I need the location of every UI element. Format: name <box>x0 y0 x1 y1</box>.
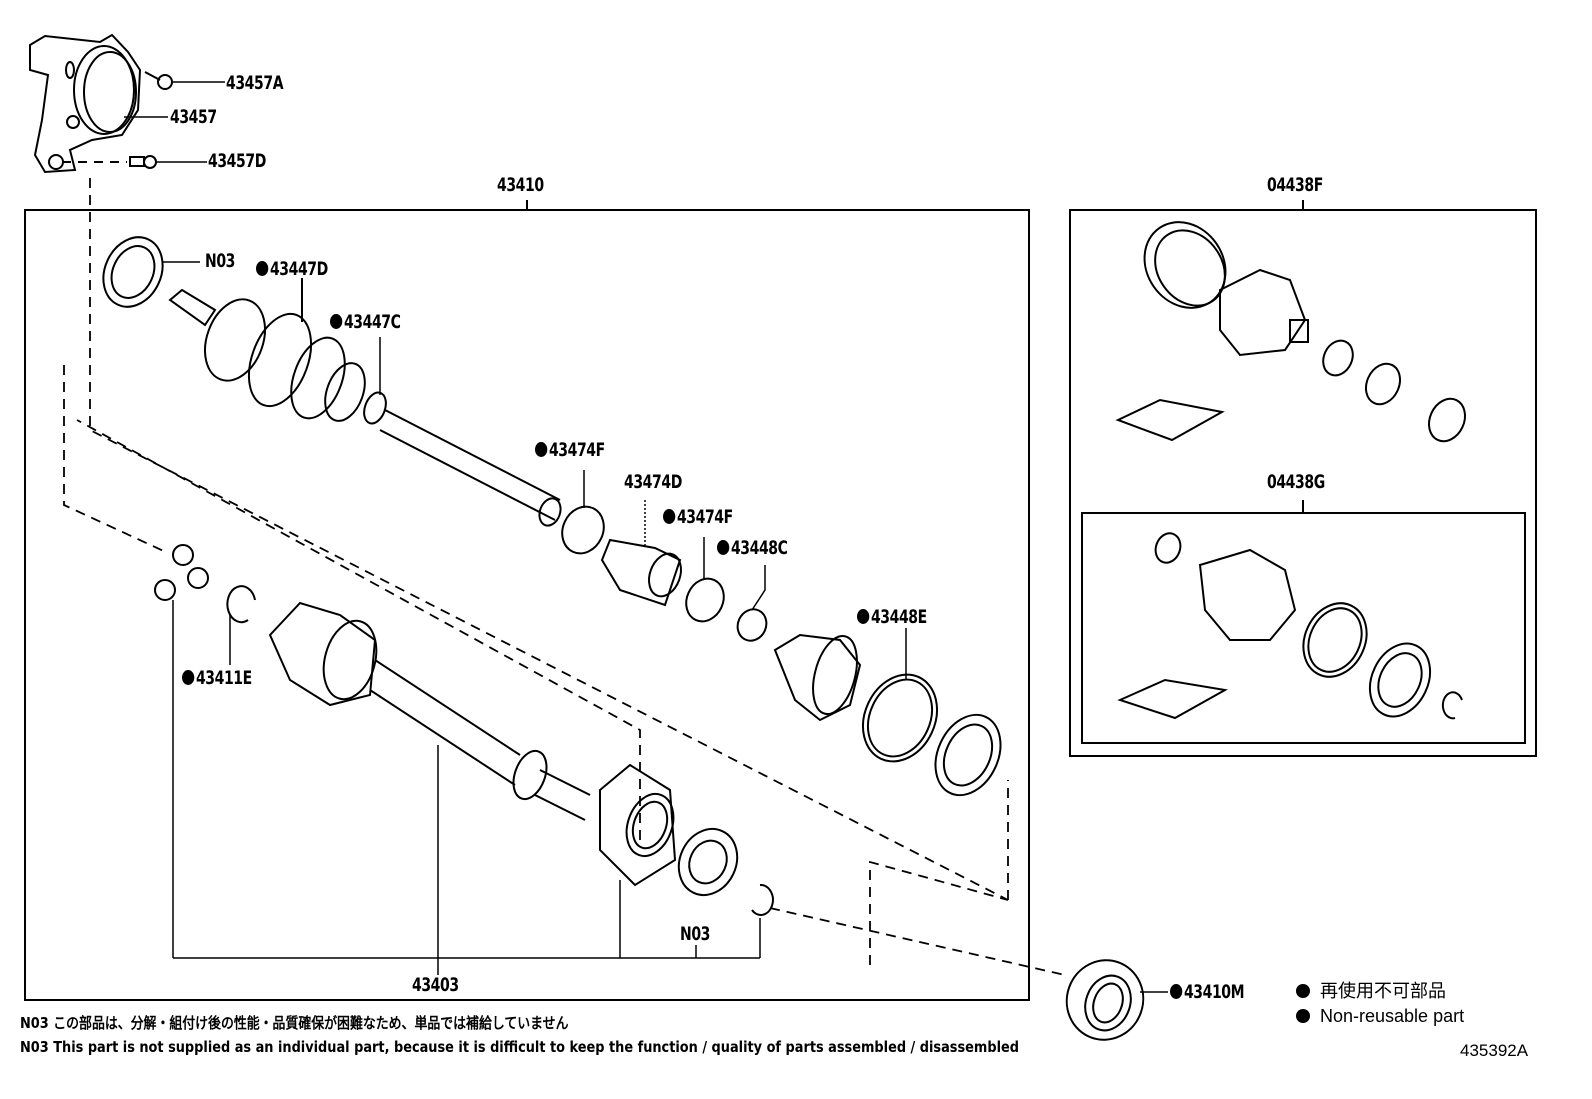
part-label-N03-bottom[interactable]: N03 <box>680 925 710 944</box>
seal-N03-bottom-drawing <box>677 827 739 897</box>
group-label-04438F: 04438F <box>1267 174 1323 196</box>
non-reusable-dot-icon <box>857 609 870 624</box>
part-number: N03 <box>680 923 711 945</box>
part-label-43447D[interactable]: 43447D <box>256 260 328 279</box>
steering-knuckle-drawing <box>29 33 142 174</box>
assembly-guide-lines <box>63 178 1066 976</box>
non-reusable-dot-icon <box>330 314 343 329</box>
snap-ring-43411E-drawing <box>226 585 256 665</box>
seal-N03-top-drawing <box>102 236 200 308</box>
group-label-43403: 43403 <box>412 974 459 996</box>
note-jp: N03 この部品は、分解・組付け後の性能・品質確保が困難なため、単品では補給して… <box>20 1014 569 1032</box>
part-number: 43411E <box>195 667 252 689</box>
legend-text-jp: 再使用不可部品 <box>1320 981 1446 1001</box>
bearing-bracket-drawing <box>599 763 677 958</box>
part-label-43474D[interactable]: 43474D <box>624 473 682 492</box>
part-number: 43410M <box>1183 981 1245 1003</box>
boot-kit-04438G-drawing <box>1117 532 1463 720</box>
non-reusable-dot-icon <box>663 509 676 524</box>
part-label-43448E[interactable]: 43448E <box>857 608 927 627</box>
part-number: 43448C <box>730 537 788 559</box>
part-number: N03 <box>205 250 236 272</box>
group-label-04438G: 04438G <box>1267 471 1325 493</box>
part-label-N03-top[interactable]: N03 <box>205 252 235 271</box>
part-number: 43474F <box>676 506 733 528</box>
legend-en: Non-reusable part <box>1296 1007 1464 1025</box>
part-label-43410M[interactable]: 43410M <box>1170 981 1245 1003</box>
illustration-code: 435392A <box>1460 1041 1529 1060</box>
non-reusable-dot-icon <box>717 540 730 555</box>
part-number: 43457A <box>226 72 284 94</box>
inboard-boot-drawing <box>773 633 862 722</box>
snap-ring-bottom-drawing <box>751 883 774 958</box>
tripod-drawing <box>154 544 209 958</box>
clamp-43474F-a-drawing <box>561 470 605 555</box>
damper-43474D-drawing <box>600 500 682 607</box>
part-label-43457D[interactable]: 43457D <box>208 152 266 171</box>
part-label-43457A[interactable]: 43457A <box>226 72 284 94</box>
part-label-43474F-b[interactable]: 43474F <box>663 508 733 527</box>
legend-jp: 再使用不可部品 <box>1296 982 1446 1000</box>
bolt-43457A-drawing <box>144 71 225 90</box>
clamp-43474F-b-drawing <box>685 537 725 623</box>
outboard-joint-drawing <box>168 278 562 527</box>
non-reusable-dot-icon <box>535 442 548 457</box>
part-number: 43447D <box>269 258 328 280</box>
group-label-43410: 43410 <box>497 174 544 196</box>
part-number: 43457D <box>208 150 266 172</box>
part-label-43474F-a[interactable]: 43474F <box>535 441 605 460</box>
bearing-43410M-drawing <box>1065 959 1168 1041</box>
non-reusable-dot-icon <box>1296 1009 1310 1023</box>
non-reusable-dot-icon <box>256 261 269 276</box>
non-reusable-dot-icon <box>1296 984 1310 998</box>
boot-kit-04438F-drawing <box>1115 221 1466 443</box>
part-label-43457[interactable]: 43457 <box>170 108 217 127</box>
bolt-43457D-drawing <box>62 155 207 169</box>
non-reusable-dot-icon <box>182 670 195 685</box>
part-label-43411E[interactable]: 43411E <box>182 669 252 688</box>
group-frame-43410 <box>24 209 1030 1001</box>
part-number: 43447C <box>343 311 401 333</box>
part-label-43448C[interactable]: 43448C <box>717 539 788 558</box>
dust-seal-drawing <box>934 713 1002 797</box>
clamp-43448C-drawing <box>736 565 768 642</box>
part-label-43447C[interactable]: 43447C <box>330 313 401 332</box>
note-en: N03 This part is not supplied as an indi… <box>20 1038 1019 1056</box>
band-43448E-drawing <box>862 628 938 763</box>
part-number: 43457 <box>170 106 217 128</box>
non-reusable-dot-icon <box>1170 984 1183 999</box>
part-number: 43448E <box>870 606 927 628</box>
legend-text-en: Non-reusable part <box>1320 1006 1465 1026</box>
part-number: 43474D <box>624 471 682 493</box>
part-number: 43474F <box>548 439 605 461</box>
inboard-joint-shaft-drawing <box>268 601 591 958</box>
